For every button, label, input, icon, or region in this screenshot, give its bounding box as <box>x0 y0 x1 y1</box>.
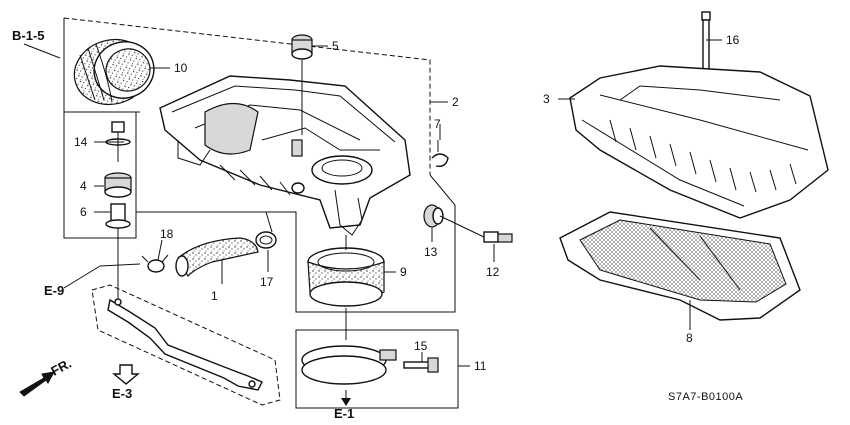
part-15-bolt <box>403 357 439 373</box>
group-boundaries <box>63 17 459 409</box>
callout-7: 7 <box>434 117 441 131</box>
part-10-boot <box>73 38 155 106</box>
callout-17: 17 <box>260 275 274 289</box>
part-9-tube <box>307 235 385 340</box>
part-17-hose-band <box>255 211 277 249</box>
callout-11: 11 <box>474 359 487 373</box>
ref-label-b-1-5: B-1-5 <box>12 28 45 43</box>
part-3-upper-cover <box>569 65 829 219</box>
callout-14: 14 <box>74 135 88 149</box>
part-7-clip <box>431 140 449 168</box>
callout-18: 18 <box>160 227 174 241</box>
callout-6: 6 <box>80 205 87 219</box>
callout-1: 1 <box>211 289 218 303</box>
boundary-band-group <box>295 329 459 409</box>
callout-12: 12 <box>486 265 500 279</box>
leader-lines <box>23 39 722 400</box>
callout-3: 3 <box>543 92 550 106</box>
ref-label-e-9: E-9 <box>44 283 64 298</box>
callout-9: 9 <box>400 265 407 279</box>
callout-16: 16 <box>726 33 740 47</box>
callout-2: 2 <box>452 95 459 109</box>
part-5-grommet <box>291 34 313 135</box>
callout-10: 10 <box>174 61 188 75</box>
part-6-collar <box>105 203 131 298</box>
part-2-housing <box>159 75 411 236</box>
boundary-bolt-group <box>63 112 137 239</box>
ref-label-e-3: E-3 <box>112 386 132 401</box>
callout-8: 8 <box>686 331 693 345</box>
part-1-hose <box>175 237 259 277</box>
part-18-clamp <box>141 254 169 273</box>
callout-15: 15 <box>414 339 428 353</box>
boundary-upper <box>63 17 431 175</box>
ref-label-e-1: E-1 <box>334 406 354 421</box>
e-1-arrow <box>341 398 351 406</box>
e-3-arrow <box>112 364 140 385</box>
bracket-stay <box>107 298 263 391</box>
boundary-lower <box>136 174 456 313</box>
callout-5: 5 <box>332 39 339 53</box>
part-13-grommet <box>423 204 444 228</box>
part-11-band <box>301 345 397 385</box>
bracket-outline <box>91 284 281 406</box>
part-8-filter-element <box>559 211 801 321</box>
drawing-code: S7A7-B0100A <box>668 391 743 403</box>
part-4-mount-rubber <box>104 172 132 198</box>
callout-13: 13 <box>424 245 438 259</box>
part-12-sensor <box>439 215 513 243</box>
callout-4: 4 <box>80 179 87 193</box>
front-direction-arrow <box>19 371 55 397</box>
